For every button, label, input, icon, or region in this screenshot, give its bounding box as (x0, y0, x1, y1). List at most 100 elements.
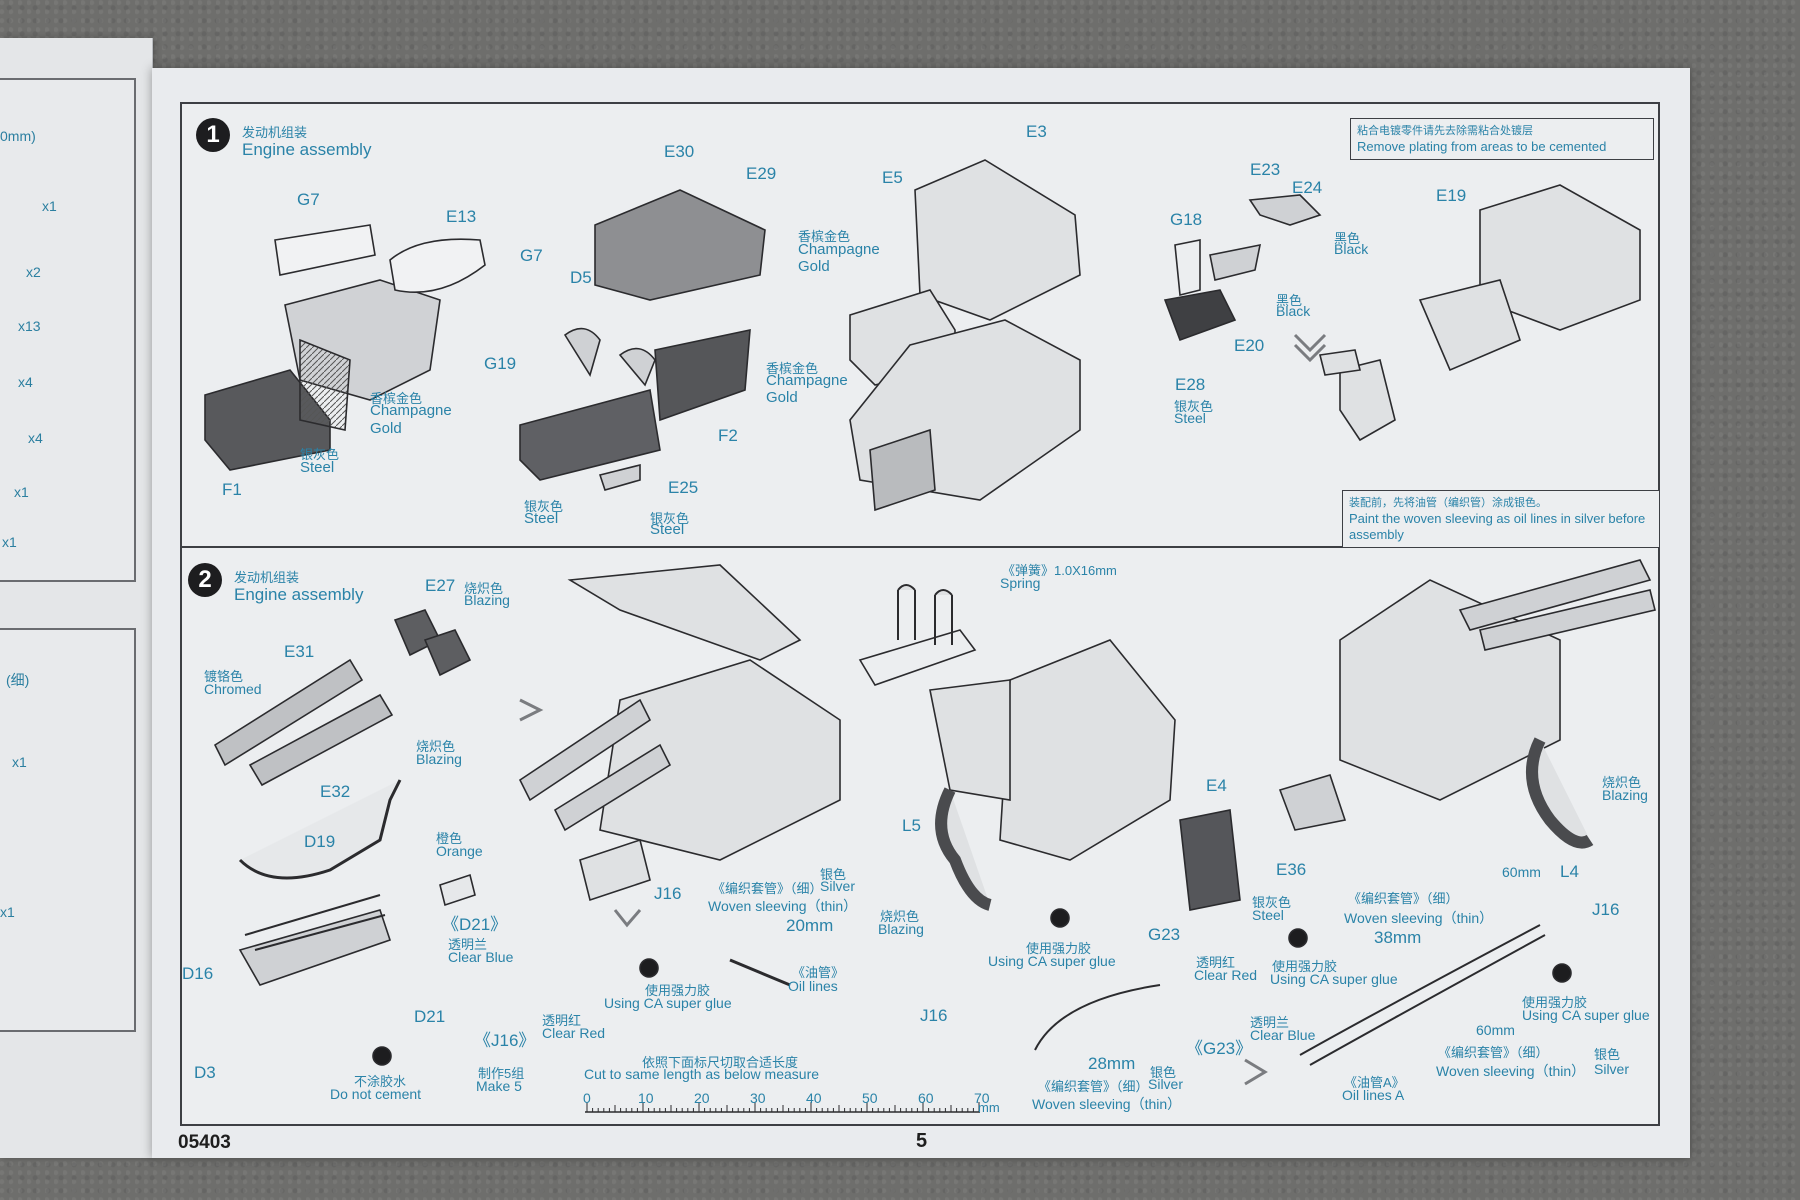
part-label: D5 (570, 268, 592, 287)
note-remove-plating-en: Remove plating from areas to be cemented (1357, 139, 1607, 154)
oil-lines-cn: 《油管》 (792, 965, 845, 980)
left-label: x4 (18, 374, 33, 390)
part-label: E20 (1234, 336, 1265, 355)
ruler-label: 40 (806, 1090, 822, 1106)
left-label: x13 (18, 318, 41, 334)
color-label-cn: 镀铬色 (204, 669, 244, 684)
engine-with-springs (858, 584, 1241, 911)
make-label-en: Make 5 (476, 1078, 522, 1094)
color-label-en: Silver (1148, 1076, 1184, 1092)
color-label-en: Clear Red (542, 1025, 606, 1041)
part-label: E3 (1026, 122, 1047, 141)
color-label-en: Clear Blue (1250, 1027, 1316, 1043)
left-page: 0mm) x1 x2 x13 x4 x4 x1 x1 (细) x1 x1 (0, 38, 153, 1158)
part-label: 《G23》 (1186, 1039, 1253, 1058)
color-label-en: Chromed (204, 681, 262, 697)
color-label-cn: 黑色 (1276, 293, 1303, 308)
color-label-cn: 银灰色 (524, 499, 564, 514)
page-number: 5 (916, 1130, 928, 1152)
oil-lines-cn: 《油管A》 (1344, 1075, 1405, 1090)
color-label-cn: 橙色 (436, 831, 463, 846)
color-label-en: Gold (370, 420, 402, 437)
part-label: G7 (520, 246, 543, 265)
no-cement-label-en: Do not cement (330, 1086, 422, 1102)
sleeving-label-en: Woven sleeving（thin） (708, 898, 858, 914)
left-page-frame-top (0, 78, 136, 582)
length-label: 60mm (1502, 864, 1541, 880)
color-label-cn: 银灰色 (300, 447, 340, 462)
color-label-en: Steel (1252, 907, 1284, 923)
color-label-en: Black (1334, 241, 1369, 257)
length-label: 28mm (1088, 1054, 1136, 1073)
small-parts-e23-e24 (1163, 194, 1322, 342)
left-label: x1 (12, 754, 27, 770)
color-label-cn: 银色 (1594, 1047, 1621, 1062)
color-label-en: Blazing (416, 751, 462, 767)
color-label-cn: 香槟金色 (370, 391, 423, 406)
ruler-unit: mm (978, 1100, 1000, 1115)
note-paint-sleeving-en: Paint the woven sleeving as oil lines in… (1349, 511, 1646, 542)
left-page-frame-bottom (0, 628, 136, 1032)
step-1-title-cn: 发动机组装 (242, 125, 308, 140)
part-label: E32 (320, 782, 351, 801)
make-label-cn: 制作5组 (478, 1066, 525, 1081)
glue-icon (1050, 908, 1070, 928)
part-label: E28 (1175, 375, 1206, 394)
no-cement-icon (372, 1046, 392, 1066)
color-label-cn: 银灰色 (1174, 399, 1214, 414)
left-label: x2 (26, 264, 41, 280)
color-label-en: Steel (300, 459, 335, 476)
part-label: E30 (664, 142, 695, 161)
length-label: 38mm (1374, 928, 1422, 947)
sleeving-label-cn: 《编织套管》（细） (1038, 1079, 1149, 1094)
part-label: F1 (222, 480, 242, 499)
length-label: 20mm (786, 916, 834, 935)
step-1-number: 1 (196, 118, 230, 152)
part-label: G19 (484, 354, 517, 373)
ruler-label: 70 (974, 1090, 990, 1106)
note-remove-plating: 粘合电镀零件请先去除需粘合处镀层 Remove plating from are… (1350, 118, 1654, 160)
color-label-en: Steel (1174, 410, 1206, 426)
ruler-label: 0 (583, 1090, 591, 1106)
color-label-en: Clear Blue (448, 949, 514, 965)
left-label: 0mm) (0, 128, 36, 144)
ruler-label: 60 (918, 1090, 934, 1106)
ca-glue-cn: 使用强力胶 (645, 983, 711, 998)
left-label: x4 (28, 430, 43, 446)
part-label: J16 (920, 1006, 948, 1025)
part-label: E19 (1436, 186, 1467, 205)
part-label: J16 (1592, 900, 1620, 919)
part-label: E4 (1206, 776, 1227, 795)
part-label: 《D21》 (442, 915, 508, 934)
part-label: D19 (304, 832, 336, 851)
color-label-cn: 烧炽色 (464, 581, 504, 596)
color-label-en: Clear Red (1194, 967, 1258, 983)
oil-lines-en: Oil lines (788, 978, 838, 994)
engine-assembly-middle (849, 159, 1081, 512)
color-label-en: Orange (436, 843, 483, 859)
measure-ruler: 0 10 20 30 40 50 60 70 mm (583, 1090, 1000, 1115)
pipe-frame (238, 779, 476, 986)
step-2-title-cn: 发动机组装 (234, 570, 300, 585)
ruler-label: 30 (750, 1090, 766, 1106)
part-label: G23 (1148, 925, 1181, 944)
ca-glue-en: Using CA super glue (988, 953, 1116, 969)
part-label: E5 (882, 168, 903, 187)
cut-instruction-cn: 依照下面标尺切取合适长度 (642, 1055, 799, 1070)
ca-glue-cn: 使用强力胶 (1026, 941, 1092, 956)
color-label-en: Gold (766, 389, 798, 406)
spring-label-en: Spring (1000, 575, 1041, 591)
part-label: E31 (284, 642, 315, 661)
note-paint-sleeving: 装配前，先将油管（编织管）涂成银色。 Paint the woven sleev… (1342, 490, 1660, 548)
step-2-number: 2 (188, 563, 222, 597)
ruler-label: 20 (694, 1090, 710, 1106)
color-label-en: Steel (524, 510, 559, 527)
left-label: (细) (6, 672, 30, 688)
part-label: E23 (1250, 160, 1281, 179)
step-1-title-en: Engine assembly (242, 140, 372, 159)
part-label: J16 (654, 884, 682, 903)
product-code: 05403 (178, 1132, 231, 1153)
cut-instruction-en: Cut to same length as below measure (584, 1066, 820, 1082)
oil-lines-en: Oil lines A (1342, 1087, 1405, 1103)
